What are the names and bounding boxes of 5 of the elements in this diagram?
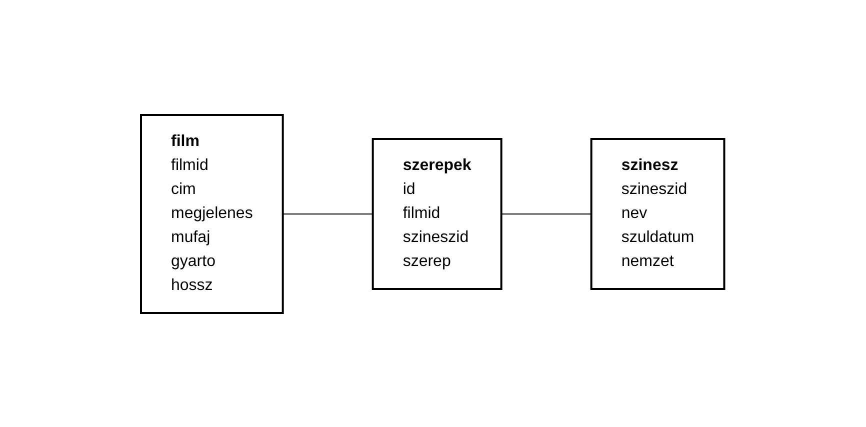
- node-box: szinesz szineszid nev szuldatum nemzet: [590, 138, 726, 290]
- node-box: szerepek id filmid szineszid szerep: [372, 138, 503, 290]
- connector: [282, 213, 374, 214]
- connector: [501, 213, 592, 214]
- node-box: film filmid cim megjelenes mufaj gyarto hossz: [140, 114, 284, 314]
